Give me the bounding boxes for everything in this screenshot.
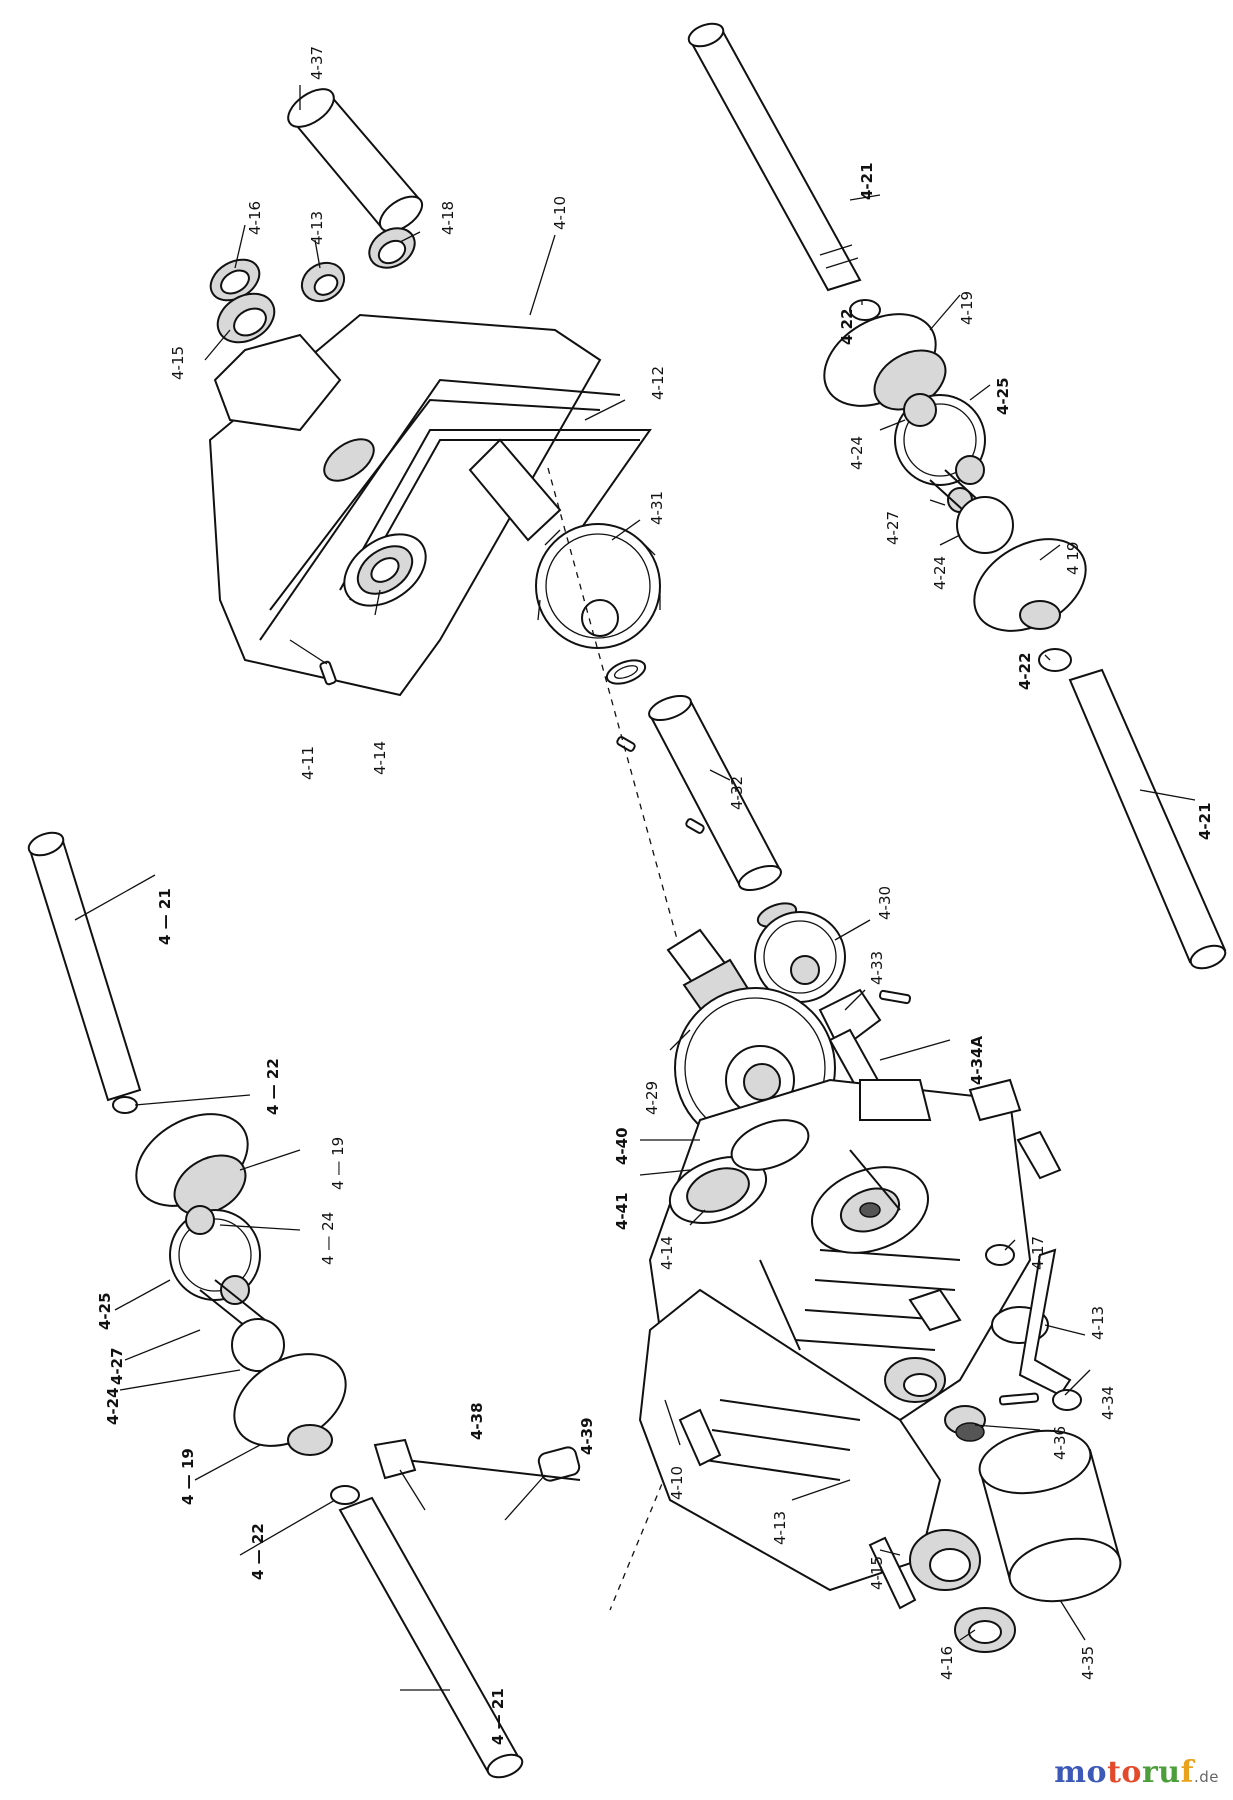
- label-4-12: 4-12: [649, 366, 667, 400]
- label-4-38: 4-38: [468, 1402, 486, 1440]
- label-r-4-21: 4-21: [858, 162, 876, 200]
- label-l-4-21: 4 — 21: [156, 888, 174, 945]
- watermark-mo: mo: [1054, 1755, 1108, 1790]
- shaft-4-32: [648, 694, 782, 892]
- label-4-13c: 4-13: [771, 1511, 789, 1545]
- label-4-34: 4-34: [1099, 1386, 1117, 1420]
- lower-housing: [638, 1078, 1062, 1592]
- label-4-18: 4-18: [439, 201, 457, 235]
- label-l-4-24: 4 — 24: [319, 1212, 337, 1265]
- label-l-4-22: 4 — 22: [264, 1058, 282, 1115]
- label-l-4-22b: 4 — 22: [249, 1523, 267, 1580]
- label-4-10b: 4-10: [668, 1466, 686, 1500]
- label-r-4-21b: 4-21: [1196, 802, 1214, 840]
- watermark-f: f: [1180, 1755, 1194, 1790]
- label-4-14b: 4-14: [658, 1236, 676, 1270]
- label-l-4-19: 4 — 19: [329, 1137, 347, 1190]
- label-4-15: 4-15: [169, 346, 187, 380]
- gear-4-31: [535, 523, 661, 649]
- label-4-35: 4-35: [1079, 1646, 1097, 1680]
- label-4-29: 4-29: [643, 1081, 661, 1115]
- label-4-31: 4-31: [648, 491, 666, 525]
- label-r-4-19: 4-19: [958, 291, 976, 325]
- part-labels: 4-37 4-10 4-16 4-13 4-18 4-15 4-12 4-31 …: [96, 46, 1214, 1745]
- watermark-tld: .de: [1193, 1768, 1219, 1786]
- label-4-16: 4-16: [246, 201, 264, 235]
- motoruf-watermark: motoruf.de: [1054, 1755, 1219, 1790]
- label-4-30: 4-30: [876, 886, 894, 920]
- label-4-37: 4-37: [308, 46, 326, 80]
- label-4-39: 4-39: [578, 1417, 596, 1455]
- label-l-4-25: 4-25: [96, 1292, 114, 1330]
- label-4-34A: 4-34A: [968, 1035, 986, 1085]
- label-4-13b: 4-13: [1089, 1306, 1107, 1340]
- label-4-13: 4-13: [308, 211, 326, 245]
- right-axle-assembly: [687, 22, 1227, 970]
- label-r-4-22b: 4-22: [1016, 652, 1034, 690]
- filter-4-35: [978, 1429, 1122, 1603]
- label-l-4-24b: 4-24: [104, 1387, 122, 1425]
- label-4-36: 4-36: [1051, 1426, 1069, 1460]
- label-4-17: 4-17: [1029, 1236, 1047, 1270]
- label-4-16b: 4-16: [938, 1646, 956, 1680]
- label-r-4-25: 4-25: [994, 377, 1012, 415]
- label-4-41: 4-41: [613, 1192, 631, 1230]
- label-4-33: 4-33: [868, 951, 886, 985]
- left-axle-assembly: [27, 831, 524, 1779]
- label-4-40: 4-40: [613, 1127, 631, 1165]
- label-4-10: 4-10: [551, 196, 569, 230]
- label-r-4-24b: 4-24: [931, 556, 949, 590]
- label-r-4-19b: 4 19: [1064, 542, 1082, 575]
- label-l-4-19b: 4 — 19: [179, 1448, 197, 1505]
- upper-housing: [208, 88, 652, 697]
- label-r-4-24: 4-24: [848, 436, 866, 470]
- label-r-4-22: 4 22: [838, 308, 856, 345]
- leader-lines: [74, 85, 1196, 1691]
- label-l-4-21b: 4 — 21: [489, 1688, 507, 1745]
- label-l-4-27: 4-27: [108, 1347, 126, 1385]
- label-4-11: 4-11: [299, 746, 317, 780]
- watermark-ru: ru: [1141, 1755, 1181, 1790]
- label-4-14: 4-14: [371, 741, 389, 775]
- watermark-to: to: [1107, 1755, 1142, 1790]
- label-4-15b: 4-15: [868, 1556, 886, 1590]
- label-4-32: 4-32: [728, 776, 746, 810]
- label-r-4-27: 4-27: [884, 511, 902, 545]
